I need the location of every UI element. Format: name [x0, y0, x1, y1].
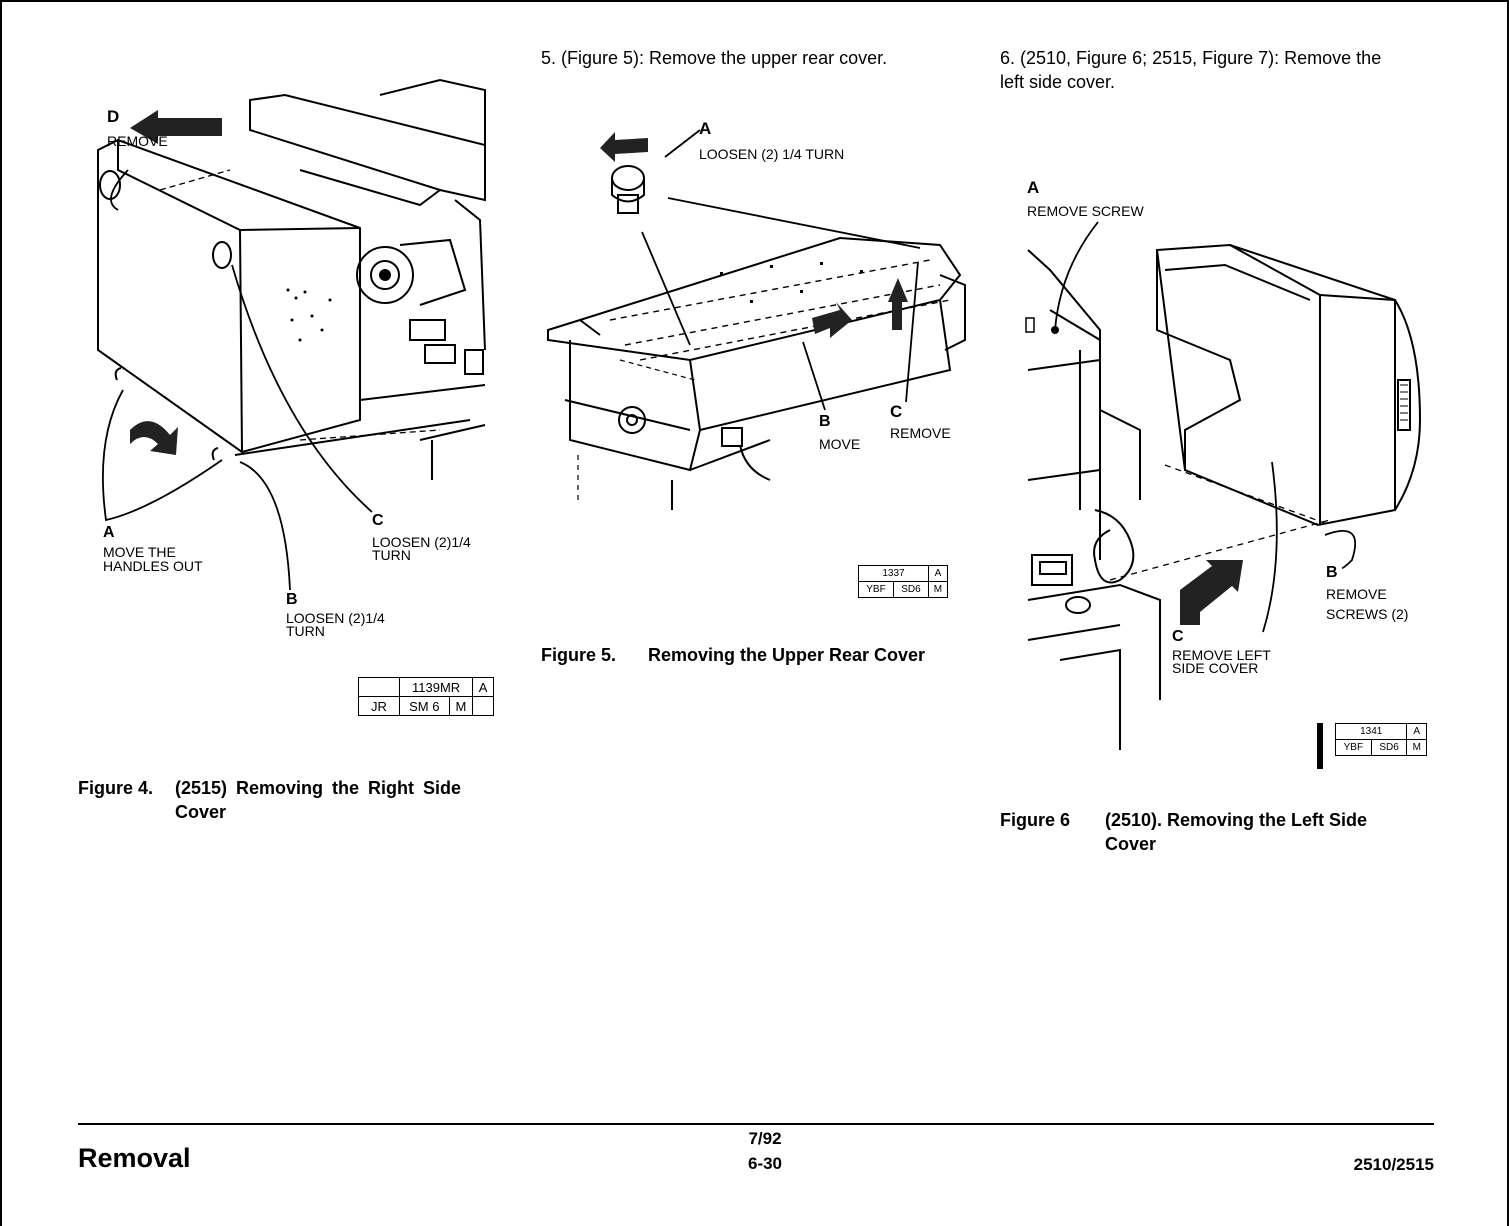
fig4-caption-line1: (2515) Removing the Right Side: [175, 778, 462, 798]
fig4-label-a-text1: MOVE THE: [103, 544, 176, 560]
fig4-label-d-text: REMOVE: [107, 133, 168, 149]
fig6-ref-rev: A: [1406, 723, 1427, 740]
fig4-ref-rev: A: [472, 677, 494, 697]
fig4-reference-box: 1139MR A JR SM 6 M: [358, 677, 494, 716]
fig4-label-b-text2: TURN: [286, 623, 325, 639]
footer-model: 2510/2515: [1353, 1155, 1434, 1174]
fig5-ref-type: M: [927, 581, 949, 598]
fig4-label-c-text1: LOOSEN (2)1/4: [372, 534, 471, 550]
footer-page-number: 6-30: [747, 1154, 783, 1173]
fig4-label-c-text2: TURN: [372, 547, 411, 563]
fig6-caption-line2: Cover: [1105, 834, 1157, 854]
footer-rule: [78, 1123, 1434, 1125]
fig6-label-c-text1: REMOVE LEFT: [1172, 647, 1271, 663]
step-6-text-line2: left side cover.: [1000, 72, 1116, 92]
step-5-text: 5. (Figure 5): Remove the upper rear cov…: [541, 48, 888, 68]
fig6-label-a-text: REMOVE SCREW: [1027, 203, 1144, 219]
fig5-reference-box: 1337 A YBF SD6 M: [858, 565, 949, 598]
fig6-label-b-text1: REMOVE: [1326, 586, 1387, 602]
fig4-ref-manual: SM 6: [399, 696, 450, 716]
fig4-label-b-text1: LOOSEN (2)1/4: [286, 610, 385, 626]
fig6-ref-type: M: [1406, 739, 1427, 756]
page-border: [1507, 0, 1509, 1226]
figure-4-illustration: [97, 78, 486, 591]
page-border: [0, 0, 2, 1226]
fig6-change-bar: [1317, 723, 1323, 769]
fig5-label-c-text: REMOVE: [890, 425, 951, 441]
fig4-ref-author: JR: [358, 696, 400, 716]
fig4-label-b-letter: B: [286, 591, 298, 608]
step-6-text-line1: 6. (2510, Figure 6; 2515, Figure 7): Rem…: [1000, 48, 1382, 68]
fig6-label-c-text2: SIDE COVER: [1172, 660, 1259, 676]
fig5-label-b-text: MOVE: [819, 436, 861, 452]
fig6-label-b-text2: SCREWS (2): [1326, 606, 1409, 622]
fig5-label-a-letter: A: [699, 119, 712, 138]
fig4-ref-code: 1139MR: [398, 677, 474, 697]
fig5-label-a-text: LOOSEN (2) 1/4 TURN: [699, 146, 845, 162]
fig5-label-c-letter: C: [890, 402, 903, 421]
fig4-ref-type: M: [448, 696, 474, 716]
page-border: [0, 0, 1509, 2]
fig6-label-c-letter: C: [1172, 628, 1184, 645]
fig4-label-a-letter: A: [103, 524, 115, 541]
fig4-caption-line2: Cover: [175, 802, 227, 822]
fig5-label-b-letter: B: [819, 413, 831, 430]
fig6-ref-author: YBF: [1335, 739, 1372, 756]
fig6-reference-box: 1341 A YBF SD6 M: [1334, 723, 1427, 756]
fig6-label-b-letter: B: [1326, 564, 1338, 581]
fig5-caption-text: Removing the Upper Rear Cover: [648, 645, 926, 665]
figure-6-illustration: [1025, 221, 1422, 750]
footer-section-title: Removal: [78, 1143, 191, 1173]
fig4-label-a-text2: HANDLES OUT: [103, 558, 203, 574]
fig6-caption-line1: (2510). Removing the Left Side: [1105, 810, 1368, 830]
fig4-label-d-letter: D: [107, 107, 120, 126]
fig6-ref-code: 1341: [1334, 723, 1408, 740]
fig5-caption-number: Figure 5.: [541, 645, 617, 665]
fig6-caption-number: Figure 6: [1000, 810, 1071, 830]
footer-page-info: 7/92 6-30: [700, 1126, 830, 1176]
fig6-ref-manual: SD6: [1370, 739, 1408, 756]
fig4-caption-number: Figure 4.: [78, 778, 154, 798]
fig4-label-c-letter: C: [372, 512, 384, 529]
figure-5-illustration: [547, 129, 966, 510]
fig6-label-a-letter: A: [1027, 178, 1040, 197]
footer-date: 7/92: [748, 1129, 782, 1148]
